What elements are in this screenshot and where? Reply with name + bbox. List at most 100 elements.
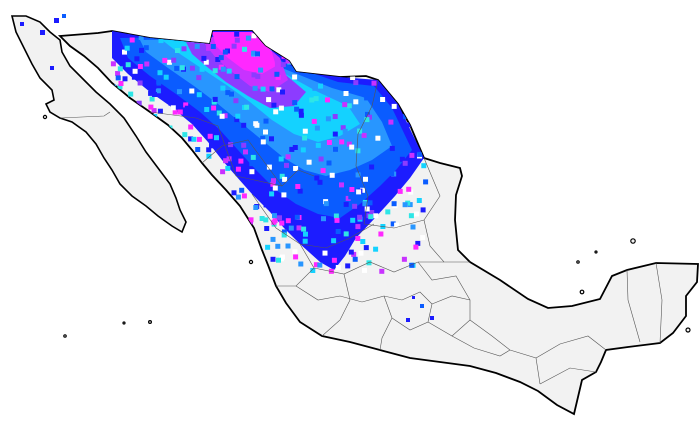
speckle-pixel xyxy=(239,227,245,233)
speckle-pixel xyxy=(285,154,291,160)
speckle-pixel xyxy=(269,191,275,197)
speckle-pixel xyxy=(149,238,155,244)
speckle-pixel xyxy=(296,225,302,231)
speckle-pixel xyxy=(375,135,381,141)
speckle-pixel xyxy=(130,115,136,121)
state-border-line xyxy=(379,295,393,351)
state-border-line xyxy=(391,291,433,331)
speckle-pixel xyxy=(402,202,408,208)
speckle-pixel xyxy=(300,147,306,153)
speckle-pixel xyxy=(140,127,146,132)
speckle-pixel xyxy=(191,177,197,183)
speckle-pixel xyxy=(344,68,350,74)
speckle-pixel xyxy=(234,117,240,123)
speckle-pixel xyxy=(408,106,414,112)
speckle-pixel xyxy=(322,69,328,74)
speckle-pixel xyxy=(298,261,304,267)
speckle-pixel xyxy=(149,146,155,152)
speckle-pixel xyxy=(301,226,307,232)
speckle-pixel xyxy=(403,36,409,42)
speckle-pixel xyxy=(346,141,352,147)
speckle-pixel xyxy=(394,222,400,228)
speckle-pixel xyxy=(349,187,355,192)
speckle-pixel xyxy=(196,92,202,98)
speckle-pixel xyxy=(355,236,361,241)
speckle-pixel xyxy=(353,80,359,86)
speckle-pixel xyxy=(255,51,260,57)
data-pixel xyxy=(20,22,24,26)
speckle-pixel xyxy=(226,68,232,74)
speckle-pixel xyxy=(322,250,328,256)
speckle-pixel xyxy=(380,61,386,67)
speckle-pixel xyxy=(422,75,428,81)
speckle-pixel xyxy=(403,58,408,64)
speckle-pixel xyxy=(413,244,419,250)
speckle-pixel xyxy=(323,201,329,207)
speckle-pixel xyxy=(113,219,119,225)
island xyxy=(579,289,585,295)
speckle-pixel xyxy=(390,221,396,227)
speckle-pixel xyxy=(137,64,143,69)
speckle-pixel xyxy=(189,88,195,94)
speckle-pixel xyxy=(140,261,146,266)
speckle-pixel xyxy=(254,122,260,128)
speckle-pixel xyxy=(142,239,148,245)
speckle-pixel xyxy=(255,73,261,79)
speckle-pixel xyxy=(298,112,304,118)
speckle-pixel xyxy=(405,72,411,78)
speckle-pixel xyxy=(410,224,416,230)
speckle-pixel xyxy=(414,211,420,217)
speckle-pixel xyxy=(363,35,369,41)
speckle-pixel xyxy=(245,35,251,41)
speckle-pixel xyxy=(339,182,344,188)
speckle-pixel xyxy=(288,225,294,231)
speckle-pixel xyxy=(212,96,218,102)
speckle-pixel xyxy=(368,214,374,220)
data-pixel xyxy=(62,14,66,18)
speckle-pixel xyxy=(188,124,194,130)
speckle-pixel xyxy=(292,145,298,150)
speckle-pixel xyxy=(148,104,154,110)
speckle-pixel xyxy=(216,110,222,116)
speckle-pixel xyxy=(326,160,332,166)
speckle-pixel xyxy=(260,135,266,141)
speckle-pixel xyxy=(374,46,380,52)
speckle-pixel xyxy=(122,202,127,208)
speckle-pixel xyxy=(188,136,194,142)
speckle-pixel xyxy=(136,261,142,267)
speckle-pixel xyxy=(166,59,172,65)
data-pixel xyxy=(430,316,434,320)
speckle-pixel xyxy=(234,31,240,37)
speckle-pixel xyxy=(309,97,315,103)
speckle-pixel xyxy=(210,44,216,49)
state-border-line xyxy=(235,169,315,187)
data-pixel xyxy=(54,18,59,23)
speckle-pixel xyxy=(285,218,291,224)
speckle-pixel xyxy=(378,138,384,144)
speckle-pixel xyxy=(318,83,323,89)
speckle-pixel xyxy=(269,86,275,92)
speckle-pixel xyxy=(292,100,298,106)
speckle-pixel xyxy=(271,178,276,184)
speckle-pixel xyxy=(197,267,203,273)
speckle-pixel xyxy=(268,42,274,48)
precipitation-overlay xyxy=(110,31,434,275)
speckle-pixel xyxy=(293,166,299,171)
speckle-pixel xyxy=(179,65,185,71)
speckle-pixel xyxy=(117,66,123,72)
speckle-pixel xyxy=(342,102,348,108)
speckle-pixel xyxy=(314,175,320,181)
speckle-pixel xyxy=(222,49,228,55)
speckle-pixel xyxy=(144,61,150,67)
speckle-pixel xyxy=(364,206,370,212)
speckle-pixel xyxy=(225,90,231,96)
speckle-pixel xyxy=(203,59,209,65)
speckle-pixel xyxy=(405,200,411,206)
speckle-pixel xyxy=(302,128,308,134)
speckle-pixel xyxy=(182,132,188,138)
islands xyxy=(42,114,691,338)
speckle-pixel xyxy=(194,200,200,206)
speckle-pixel xyxy=(297,188,303,194)
speckle-pixel xyxy=(246,243,252,249)
